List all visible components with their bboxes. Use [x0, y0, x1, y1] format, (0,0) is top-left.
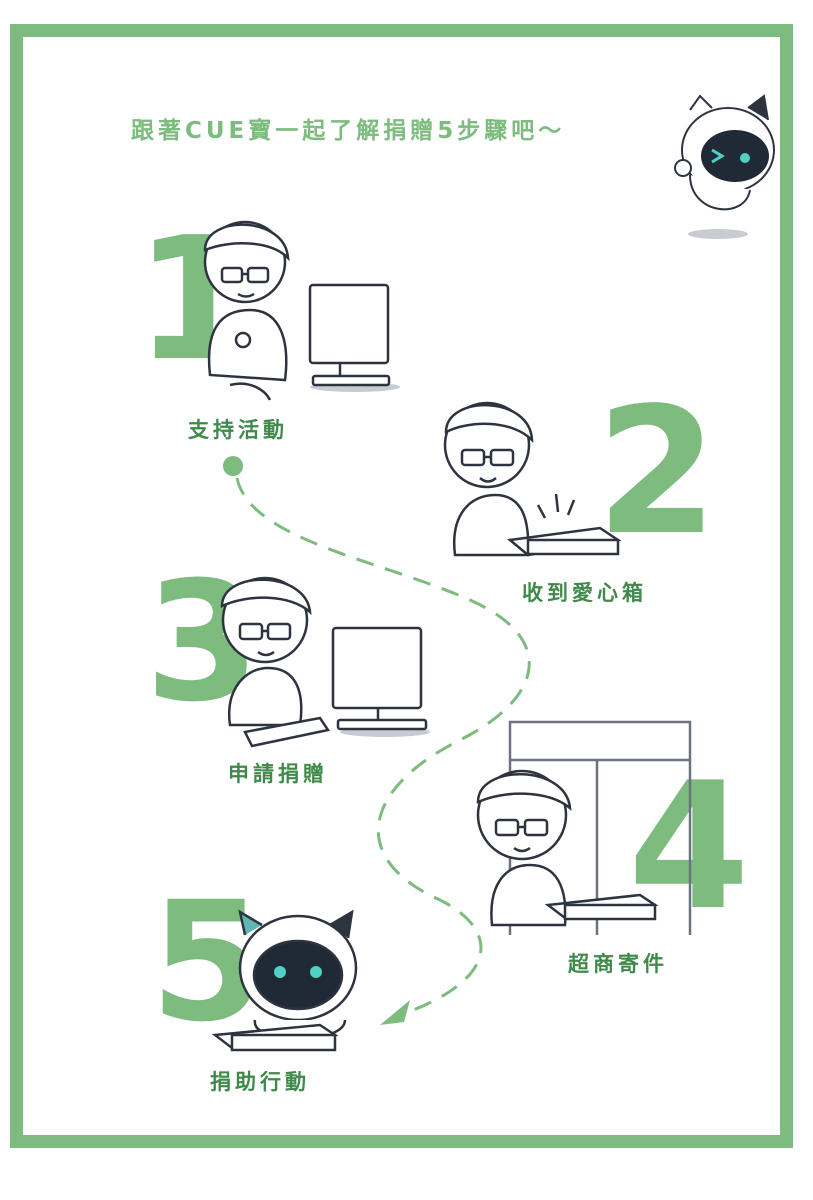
robot-box-icon [211, 909, 358, 1052]
person-computer-icon [203, 220, 400, 401]
step-4-label: 超商寄件 [568, 952, 668, 976]
page-frame [10, 24, 793, 1148]
dashed-path [223, 456, 531, 1025]
person-box-icon [443, 401, 622, 557]
step-2-number: 2 [596, 371, 718, 574]
person-keyboard-icon [220, 576, 430, 748]
step-3-label: 申請捐贈 [228, 762, 328, 786]
step-1-label: 支持活動 [188, 418, 288, 442]
page-title: 跟著CUE寶一起了解捐贈5步驟吧～ [131, 118, 566, 144]
robot-mascot-icon [674, 94, 775, 239]
step-2-label: 收到愛心箱 [522, 581, 647, 605]
person-store-icon [476, 720, 692, 935]
step-5-label: 捐助行動 [210, 1070, 310, 1094]
